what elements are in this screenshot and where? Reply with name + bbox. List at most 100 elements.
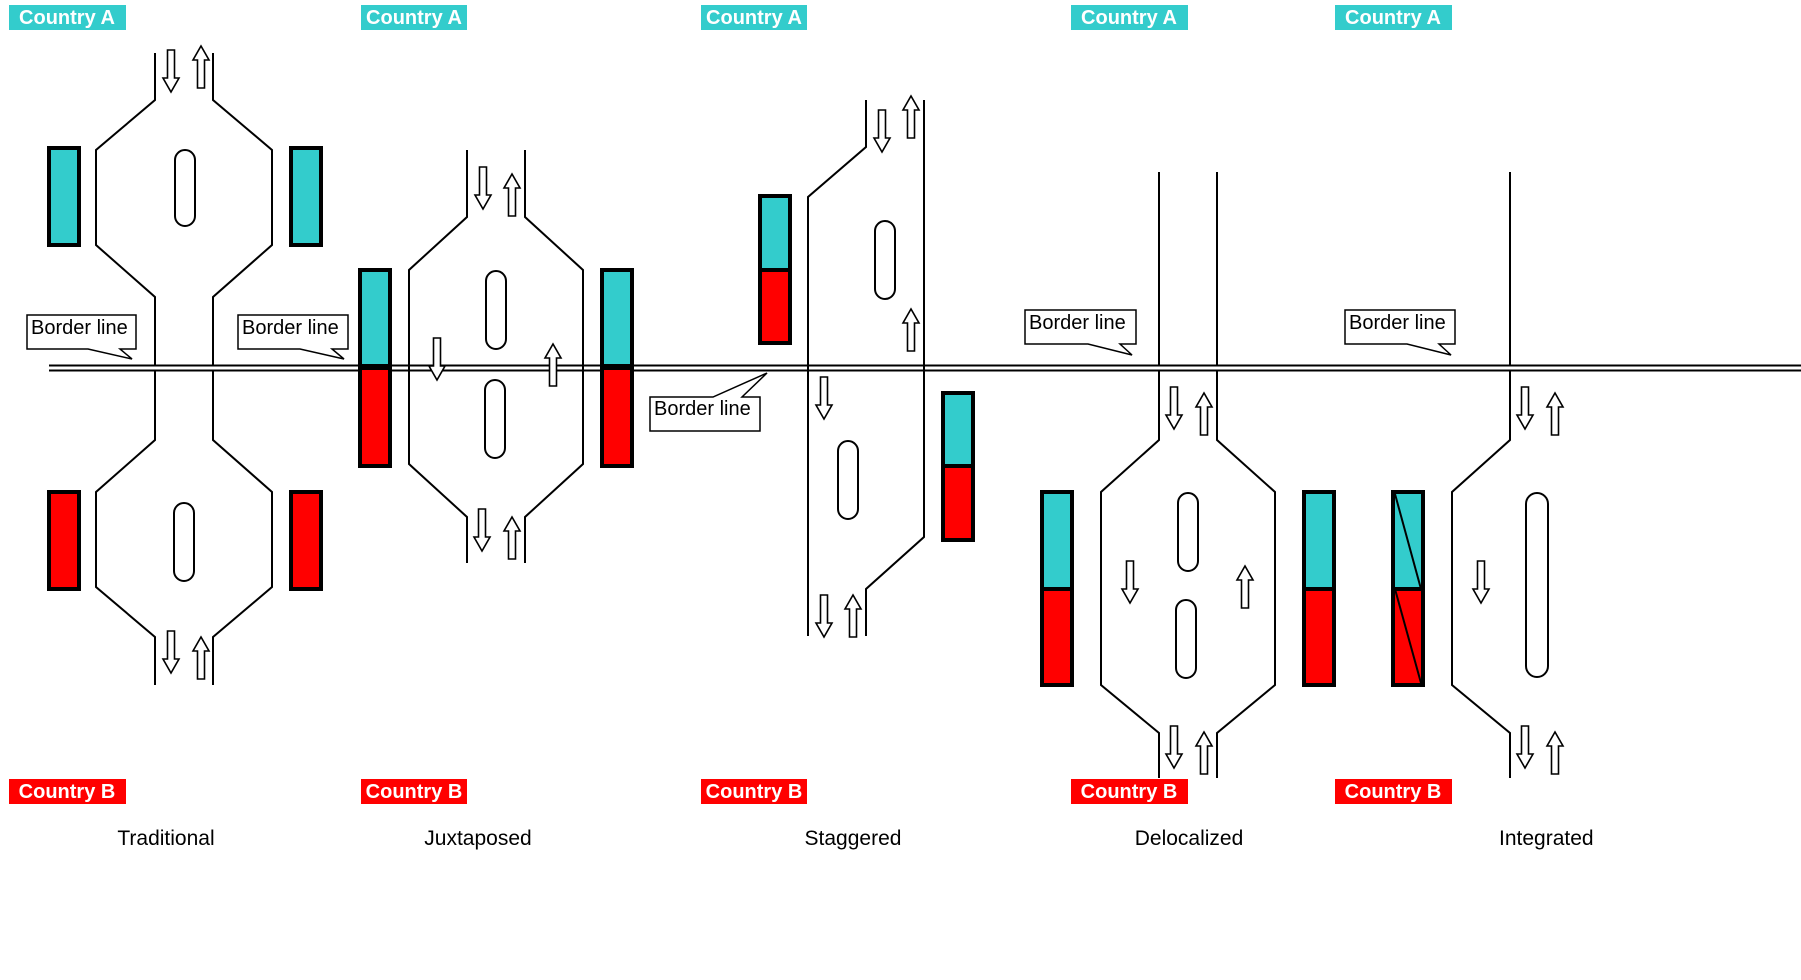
hollow-arrow-down-icon [473, 508, 491, 552]
country-b-label: Country B [19, 781, 116, 803]
border-callout: Border line [26, 314, 137, 360]
integrated-booths [1391, 490, 1425, 687]
control-booth-icon [1302, 587, 1336, 687]
hollow-arrow-up-icon [902, 308, 920, 352]
hollow-arrow-up-icon [192, 45, 210, 89]
juxtaposed-booths [358, 268, 634, 468]
border-line-label: Border line [242, 317, 339, 339]
hollow-arrow-down-icon [1516, 725, 1534, 769]
control-booth-icon [758, 194, 792, 272]
control-booth-icon [47, 490, 81, 591]
control-booth-icon [289, 146, 323, 247]
scheme-traditional [95, 53, 273, 685]
hollow-arrow-up-icon [1546, 731, 1564, 775]
border-line-label: Border line [31, 317, 128, 339]
hollow-arrow-up-icon [1195, 392, 1213, 436]
hollow-arrow-down-icon [1516, 386, 1534, 430]
scheme-title-staggered: Staggered [805, 827, 902, 850]
road-edge [212, 53, 273, 366]
delocalized-arrows [1121, 386, 1254, 775]
road-edge [865, 100, 925, 636]
control-booth-icon [1040, 490, 1074, 591]
staggered-booths [758, 194, 975, 542]
hollow-arrow-down-icon [162, 630, 180, 674]
integrated-arrows [1472, 386, 1564, 775]
traffic-island-icon [1175, 599, 1197, 679]
country-b-label: Country B [366, 781, 463, 803]
control-booth-icon [358, 366, 392, 468]
country-a-label: Country A [706, 7, 802, 29]
border-line-label: Border line [1349, 312, 1446, 334]
country-b-label: Country B [1345, 781, 1442, 803]
delocalized-booths [1040, 490, 1336, 687]
border-callout: Border line [1344, 309, 1456, 356]
control-booth-icon [1302, 490, 1336, 591]
control-booth-icon [1040, 587, 1074, 687]
hollow-arrow-up-icon [1195, 731, 1213, 775]
country-a-tag [361, 5, 467, 30]
scheme-integrated [1451, 172, 1549, 778]
traffic-island-icon [1525, 492, 1549, 678]
hollow-arrow-up-icon [503, 516, 521, 560]
scheme-title-traditional: Traditional [117, 827, 214, 850]
country-b-tag [361, 779, 467, 804]
booth-divider [1394, 588, 1422, 684]
country-a-label: Country A [1081, 7, 1177, 29]
hollow-arrow-down-icon [873, 109, 891, 153]
country-b-tag [1071, 779, 1188, 804]
scheme-title-delocalized: Delocalized [1135, 827, 1244, 850]
traffic-island-icon [837, 440, 859, 520]
traffic-island-icon [485, 270, 507, 350]
hollow-arrow-down-icon [1121, 560, 1139, 604]
control-booth-icon [358, 268, 392, 368]
country-b-tag [1335, 779, 1452, 804]
hollow-arrow-down-icon [815, 594, 833, 638]
border-callout: Border line [1024, 309, 1137, 356]
road-edge [95, 53, 156, 366]
control-booth-icon [600, 366, 634, 468]
country-labels: Country A Country A Country A Country A … [9, 5, 1452, 804]
country-a-tag [9, 5, 126, 30]
hollow-arrow-up-icon [902, 95, 920, 139]
road-edge [807, 100, 867, 636]
hollow-arrow-down-icon [474, 166, 492, 210]
hollow-arrow-up-icon [503, 173, 521, 217]
country-a-label: Country A [1345, 7, 1441, 29]
hollow-arrow-down-icon [1165, 725, 1183, 769]
border-callout: Border line [237, 314, 349, 360]
country-b-tag [9, 779, 126, 804]
country-b-label: Country B [706, 781, 803, 803]
scheme-delocalized [1100, 172, 1276, 778]
control-booth-icon [47, 146, 81, 247]
hollow-arrow-down-icon [1165, 386, 1183, 430]
country-a-tag [1335, 5, 1452, 30]
border-line-label: Border line [1029, 312, 1126, 334]
border-callout: Border line [649, 372, 768, 432]
road-edge [524, 150, 584, 563]
country-a-tag [1071, 5, 1188, 30]
road-edge [95, 370, 156, 685]
scheme-staggered [807, 100, 925, 636]
road-edge [1216, 370, 1276, 778]
road-edge [212, 370, 273, 685]
booth-divider [1394, 493, 1422, 590]
scheme-title-juxtaposed: Juxtaposed [424, 827, 531, 850]
road-edge [408, 150, 468, 563]
traditional-arrows [162, 45, 210, 680]
hollow-arrow-up-icon [844, 594, 862, 638]
traffic-island-icon [1177, 492, 1199, 572]
country-b-label: Country B [1081, 781, 1178, 803]
hollow-arrow-down-icon [1472, 560, 1490, 604]
traffic-island-icon [173, 502, 195, 582]
traditional-booths [47, 146, 323, 591]
traffic-island-icon [174, 149, 196, 227]
control-booth-icon [941, 464, 975, 542]
scheme-titles: Traditional Juxtaposed Staggered Delocal… [117, 827, 1593, 850]
hollow-arrow-down-icon [162, 49, 180, 93]
road-edge [1451, 370, 1511, 778]
traffic-island-icon [484, 379, 506, 459]
control-booth-icon [758, 268, 792, 345]
hollow-arrow-up-icon [1546, 392, 1564, 436]
road-edge [1100, 370, 1160, 778]
